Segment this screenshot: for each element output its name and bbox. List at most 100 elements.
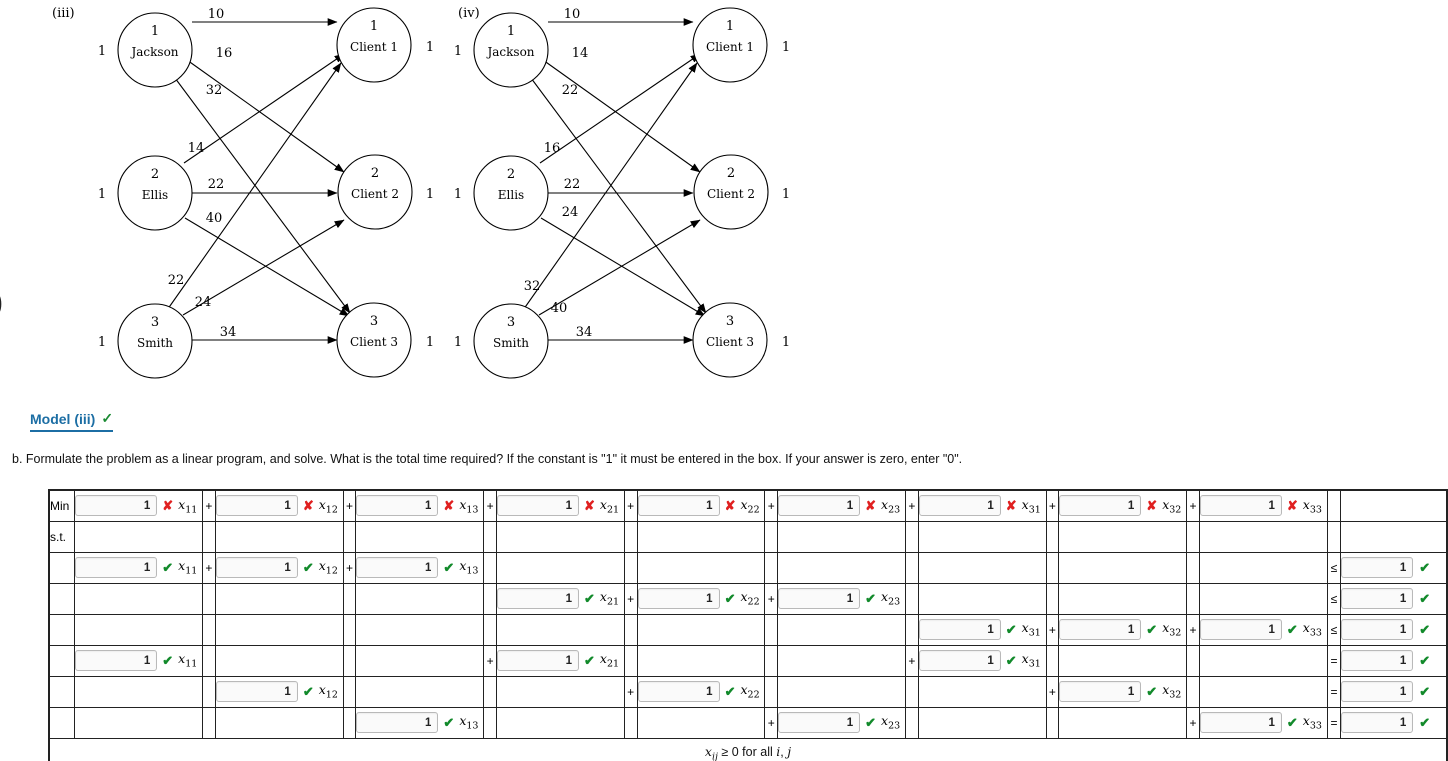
operator-plus: + [1186,489,1200,522]
coefficient-input-x21[interactable] [496,650,579,671]
variable-label-x33: x33 [1302,496,1322,516]
empty-operator-cell [764,675,779,708]
model-heading-label: Model (iii) [30,410,96,427]
empty-operator-cell [764,613,779,646]
node-source-1-name: Jackson [485,45,534,59]
rhs-cell: ✔ [1340,613,1448,646]
coefficient-input-x33[interactable] [1199,712,1282,733]
operator-plus: + [1186,706,1200,739]
subject-to-label: s.t. [48,520,76,553]
constraint-row: ✔x11+✔x21+✔x31=✔ [48,644,1448,677]
variable-label-x13: x13 [459,713,479,732]
objective-row: Min✘x11+✘x12+✘x13+✘x21+✘x22+✘x23+✘x31+✘x… [48,489,1448,522]
wrong-icon: ✘ [302,498,314,514]
wrong-icon: ✘ [443,498,455,514]
constraint-row-label [48,613,76,646]
network-diagram-iv-svg: 1 Jackson 2 Ellis 3 Smith 1 Client 1 2 C… [454,7,790,379]
coefficient-input-x22[interactable] [637,495,720,517]
coefficient-input-x11[interactable] [75,650,158,671]
variable-label-x21: x21 [599,589,620,608]
empty-cell [636,551,766,584]
check-icon: ✔ [443,715,455,730]
rhs-cell: ✔ [1340,675,1448,708]
diagram-label-iii: (iii) [52,6,75,21]
wrong-icon: ✘ [583,498,595,514]
coefficient-input-x23[interactable] [778,495,861,517]
empty-cell [636,613,766,646]
coefficient-input-x11[interactable] [75,495,158,517]
edge-label-1: 10 [208,7,225,22]
linear-program-table-wrapper: Min✘x11+✘x12+✘x13+✘x21+✘x22+✘x23+✘x31+✘x… [48,489,1448,761]
empty-operator-cell [1045,582,1060,615]
edge-label-5: 22 [564,177,581,192]
edge-label-4: 16 [544,141,561,156]
variable-label-x22: x22 [740,496,760,516]
node-source-1-number: 1 [507,24,515,39]
coefficient-input-x33[interactable] [1199,619,1282,640]
coefficient-input-x13[interactable] [356,557,439,578]
variable-label-x13: x13 [459,496,479,516]
variable-label-x11: x11 [178,496,198,516]
empty-operator-cell [202,675,216,708]
empty-operator-cell [764,644,779,677]
coefficient-input-x13[interactable] [356,495,439,517]
rhs-input[interactable] [1341,588,1414,609]
rhs-input[interactable] [1341,619,1414,640]
operator-plus: + [1045,489,1060,522]
supply-source-3: 1 [98,335,106,350]
diagram-label-iv: (iv) [458,6,480,21]
check-icon: ✔ [1419,560,1431,575]
variable-label-x32: x32 [1162,496,1182,516]
constraint-term-2: ✔x12 [214,675,344,708]
empty-cell [1058,644,1188,677]
empty-cell [777,644,906,677]
subject-to-row: s.t. [48,520,1448,553]
wrong-icon: ✘ [1146,498,1158,514]
coefficient-input-x32[interactable] [1059,619,1142,640]
coefficient-input-x33[interactable] [1199,495,1282,517]
coefficient-input-x21[interactable] [496,588,579,609]
coefficient-input-x22[interactable] [637,588,720,609]
wrong-icon: ✘ [724,498,736,514]
empty-operator-cell [483,675,497,708]
empty-cell [355,644,485,677]
coefficient-input-x11[interactable] [75,557,158,578]
rhs-input[interactable] [1341,712,1414,733]
empty-operator-cell [1186,644,1200,677]
coefficient-input-x12[interactable] [215,681,298,702]
coefficient-input-x13[interactable] [356,712,439,733]
constraint-row: ✔x21+✔x22+✔x23≤✔ [48,582,1448,615]
network-diagram-iv: 1 Jackson 2 Ellis 3 Smith 1 Client 1 2 C… [450,0,870,395]
coefficient-input-x12[interactable] [215,495,298,517]
operator-plus: + [202,551,216,584]
constraint-term-8: ✔ x32 [1058,675,1188,708]
empty-operator-cell [202,520,216,553]
rhs-input[interactable] [1341,650,1414,671]
coefficient-input-x23[interactable] [778,712,861,733]
coefficient-input-x32[interactable] [1059,495,1142,517]
objective-term-1: ✘x11 [74,489,204,522]
coefficient-input-x31[interactable] [918,619,1001,640]
coefficient-input-x12[interactable] [215,557,298,578]
constraint-row-label [48,706,76,739]
model-heading[interactable]: Model (iii) ✓ [30,410,114,432]
edge-label-2: 14 [572,46,589,61]
node-source-3-name: Smith [137,336,173,350]
empty-cell [1198,582,1328,615]
check-icon: ✔ [1146,684,1158,699]
empty-operator-cell [1186,520,1200,553]
rhs-input[interactable] [1341,681,1414,702]
check-icon: ✔ [1005,622,1017,637]
objective-term-7: ✘x31 [917,489,1047,522]
node-source-2-number: 2 [507,167,515,182]
empty-cell [777,675,906,708]
coefficient-input-x31[interactable] [918,495,1001,517]
coefficient-input-x21[interactable] [496,495,579,517]
coefficient-input-x22[interactable] [637,681,720,702]
empty-operator-cell [1186,675,1200,708]
rhs-input[interactable] [1341,557,1414,578]
coefficient-input-x31[interactable] [918,650,1001,671]
variable-label-x32: x32 [1162,682,1182,701]
coefficient-input-x23[interactable] [778,588,861,609]
coefficient-input-x32[interactable] [1059,681,1142,702]
